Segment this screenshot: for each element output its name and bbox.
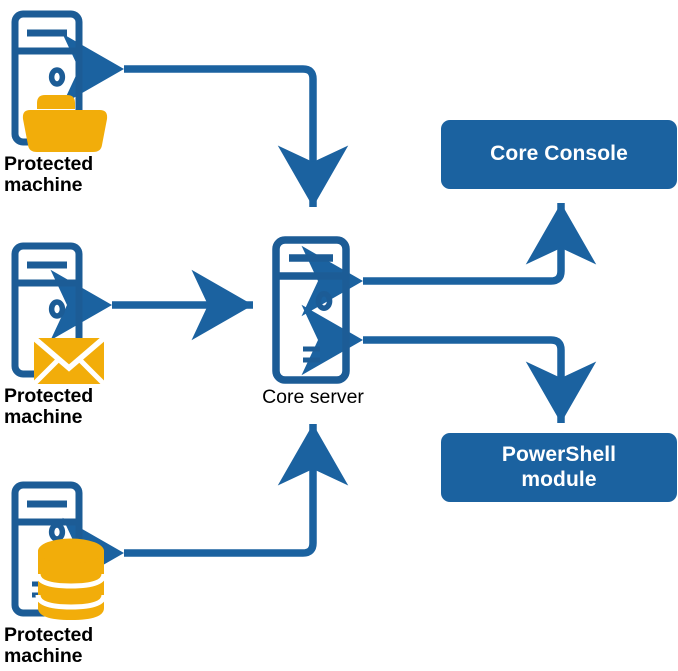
protected-machine-database-label: Protected machine: [4, 624, 94, 667]
connector-core-to-files: [62, 33, 349, 207]
node-protected-machine-files[interactable]: Protected machine: [4, 10, 134, 195]
computer-tower-icon: [268, 236, 358, 384]
protected-machine-files-label: Protected machine: [4, 153, 94, 196]
node-protected-machine-mail[interactable]: Protected machine: [4, 242, 134, 427]
computer-tower-with-envelope-icon: [4, 242, 124, 386]
node-protected-machine-database[interactable]: Protected machine: [4, 481, 134, 666]
protected-machine-mail-label: Protected machine: [4, 385, 94, 428]
connector-core-to-console: [301, 203, 597, 317]
core-console-label: Core Console: [490, 142, 628, 166]
connector-core-to-database: [62, 424, 349, 589]
connector-core-to-powershell: [301, 304, 597, 423]
computer-tower-with-folder-icon: [4, 10, 124, 152]
powershell-module-label: PowerShell module: [501, 442, 617, 491]
computer-tower-with-database-icon: [4, 481, 124, 623]
core-server-label: Core server: [262, 386, 364, 408]
powershell-module-box[interactable]: PowerShell module: [441, 433, 677, 502]
core-console-box[interactable]: Core Console: [441, 120, 677, 189]
node-core-server[interactable]: Core server: [233, 236, 393, 408]
